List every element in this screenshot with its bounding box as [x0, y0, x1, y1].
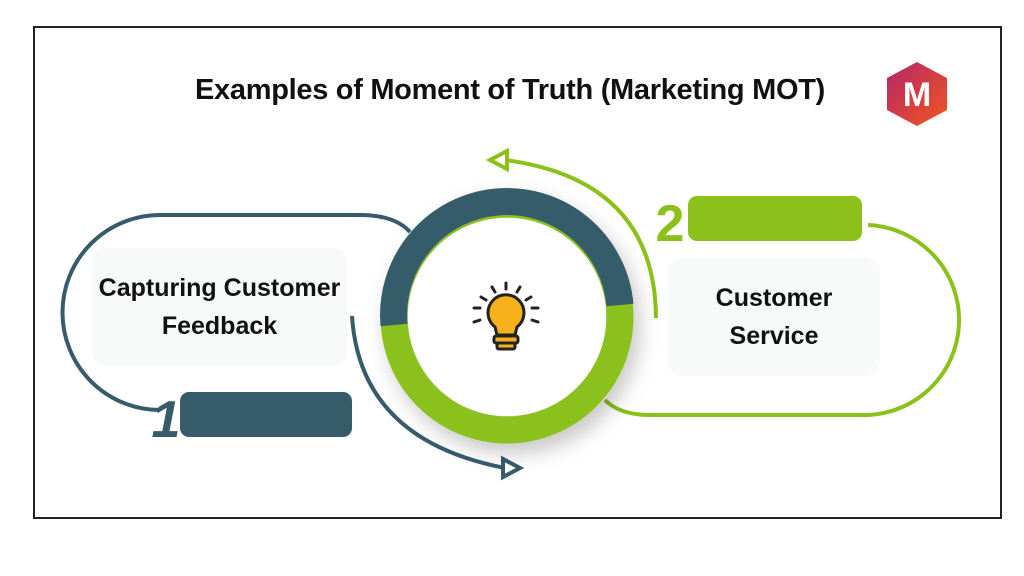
step2-arrowhead — [485, 147, 509, 173]
step1-label: Capturing Customer Feedback — [98, 274, 341, 340]
svg-text:1: 1 — [152, 391, 181, 449]
step1-loop — [60, 213, 412, 412]
step2-loop — [603, 223, 962, 418]
step2-arrow — [504, 158, 658, 319]
step1-badge: 1 — [152, 391, 352, 449]
page-title: Examples of Moment of Truth (Marketing M… — [195, 74, 825, 106]
step1-label-box: Capturing Customer Feedback — [92, 248, 347, 366]
step1-arrow — [350, 315, 506, 470]
diagram-frame — [33, 26, 1002, 519]
step2-label: Customer Service — [715, 284, 833, 350]
brand-logo: M — [887, 62, 947, 126]
svg-text:2: 2 — [656, 195, 685, 253]
step1-arrowhead — [501, 455, 525, 481]
step2-label-box: Customer Service — [668, 258, 880, 376]
lightbulb-icon — [472, 281, 540, 351]
svg-text:M: M — [903, 76, 931, 114]
step2-badge: 2 — [656, 195, 862, 253]
